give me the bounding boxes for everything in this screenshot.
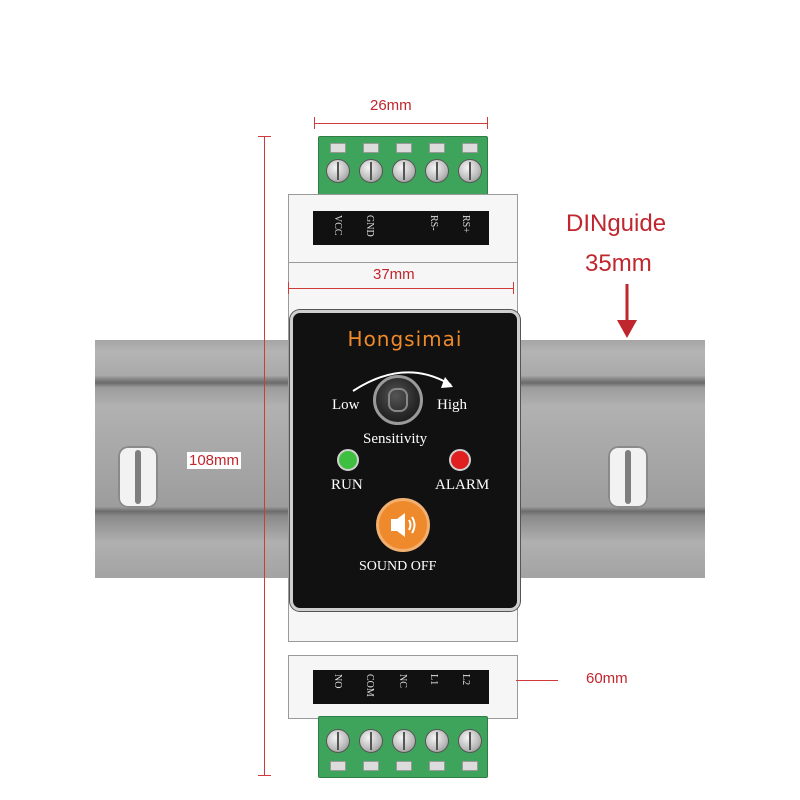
knob-high-label: High: [437, 397, 467, 413]
dimension-line-height: [264, 136, 265, 776]
terminal-screw: [326, 729, 350, 753]
terminal-screw: [458, 159, 482, 183]
run-led-label: RUN: [331, 477, 363, 493]
speaker-icon: [391, 513, 416, 537]
run-led-icon: [337, 449, 359, 471]
rail-mounting-slot-right: [608, 446, 648, 508]
sound-off-button[interactable]: [376, 498, 430, 552]
pin-label: RS+: [460, 215, 471, 233]
knob-caption: Sensitivity: [363, 431, 428, 447]
dimension-line-top-width: [314, 123, 488, 124]
pin-label: RS-: [428, 215, 439, 231]
dimension-label-height: 108mm: [187, 452, 242, 469]
dimension-line-module-width: [288, 288, 514, 289]
knob-low-label: Low: [332, 397, 360, 413]
front-panel: Hongsimai Low High Sensitivity RUN ALARM…: [290, 310, 520, 611]
sensitivity-knob[interactable]: [373, 375, 423, 425]
terminal-screw: [326, 159, 350, 183]
pin-label: L2: [460, 674, 471, 686]
dimension-label-depth: 60mm: [586, 670, 628, 687]
terminal-screw: [392, 729, 416, 753]
pin-label: GND: [364, 215, 375, 237]
sensitivity-arc-arrow-icon: [352, 371, 453, 392]
down-arrow-icon: [617, 284, 637, 338]
pin-label: L1: [428, 674, 439, 686]
alarm-led-label: ALARM: [435, 477, 490, 493]
din-rail-label-line2: 35mm: [585, 250, 652, 277]
sound-off-label: SOUND OFF: [359, 559, 437, 574]
terminal-screw: [392, 159, 416, 183]
alarm-led-icon: [449, 449, 471, 471]
pin-label: VCC: [332, 215, 343, 236]
din-rail-label-line1: DINguide: [566, 210, 667, 237]
pin-label: NC: [397, 674, 408, 688]
pin-label: NO: [332, 674, 343, 689]
terminal-screw: [359, 729, 383, 753]
terminal-screw: [458, 729, 482, 753]
brand-logo: Hongsimai: [347, 327, 463, 351]
pin-label: COM: [364, 674, 375, 697]
bottom-label-strip: NO COM NC L1 L2: [313, 670, 489, 704]
bottom-terminal-block: [318, 716, 488, 778]
rail-mounting-slot-left: [118, 446, 158, 508]
terminal-screw: [425, 729, 449, 753]
dimension-label-top-width: 26mm: [370, 97, 412, 114]
terminal-screw: [359, 159, 383, 183]
terminal-screw: [425, 159, 449, 183]
top-label-strip: VCC GND RS- RS+: [313, 211, 489, 245]
dimension-line-depth: [516, 680, 558, 681]
top-terminal-block: [318, 136, 488, 198]
dimension-label-module-width: 37mm: [373, 266, 415, 283]
